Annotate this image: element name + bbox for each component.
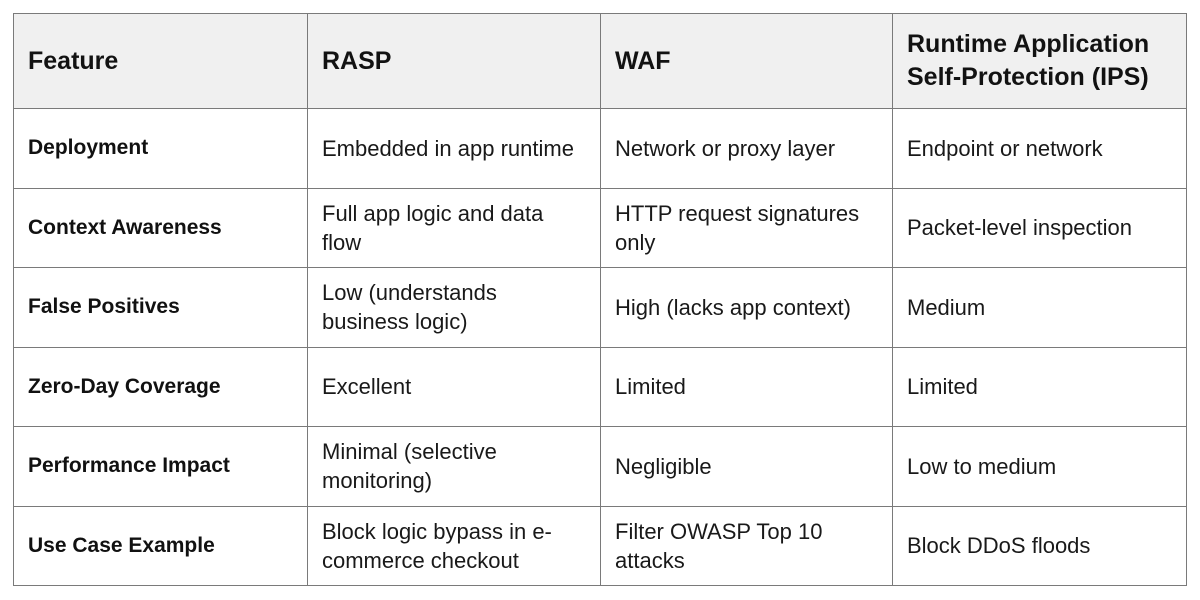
cell-waf: Network or proxy layer: [600, 108, 893, 189]
table-row: Deployment Embedded in app runtime Netwo…: [13, 108, 1187, 189]
column-header-ips: Runtime Application Self-Protection (IPS…: [892, 13, 1187, 109]
column-header-feature-label: Feature: [28, 46, 119, 75]
cell-rasp: Block logic bypass in e-commerce checkou…: [307, 505, 601, 586]
column-header-waf-label: WAF: [615, 46, 671, 75]
comparison-table: Feature RASP WAF Runtime Application Sel…: [13, 13, 1187, 586]
cell-rasp: Minimal (selective monitoring): [307, 426, 601, 507]
cell-rasp-text: Block logic bypass in e-commerce checkou…: [322, 518, 552, 573]
cell-ips-text: Endpoint or network: [907, 135, 1103, 161]
column-header-waf: WAF: [600, 13, 893, 109]
cell-ips: Block DDoS floods: [892, 505, 1187, 586]
column-header-feature: Feature: [13, 13, 308, 109]
cell-rasp-text: Minimal (selective monitoring): [322, 439, 497, 494]
column-header-rasp-label: RASP: [322, 46, 392, 75]
cell-feature: Deployment: [13, 108, 308, 189]
column-header-ips-label: Runtime Application Self-Protection (IPS…: [907, 30, 1150, 91]
cell-rasp: Low (understands business logic): [307, 267, 601, 348]
cell-ips: Limited: [892, 346, 1187, 427]
cell-ips-text: Limited: [907, 374, 978, 400]
cell-feature-text: False Positives: [28, 295, 180, 319]
cell-ips-text: Medium: [907, 294, 986, 320]
cell-ips-text: Low to medium: [907, 453, 1057, 479]
cell-ips: Medium: [892, 267, 1187, 348]
cell-ips: Packet-level inspection: [892, 187, 1187, 268]
cell-waf: High (lacks app context): [600, 267, 893, 348]
cell-waf: Filter OWASP Top 10 attacks: [600, 505, 893, 586]
cell-waf-text: Filter OWASP Top 10 attacks: [615, 518, 823, 573]
cell-feature-text: Performance Impact: [28, 454, 230, 478]
table-header: Feature RASP WAF Runtime Application Sel…: [13, 13, 1187, 109]
cell-rasp-text: Excellent: [322, 374, 412, 400]
cell-rasp: Embedded in app runtime: [307, 108, 601, 189]
table-row: Performance Impact Minimal (selective mo…: [13, 426, 1187, 507]
cell-ips-text: Block DDoS floods: [907, 533, 1091, 559]
cell-rasp-text: Embedded in app runtime: [322, 135, 574, 161]
cell-waf: Negligible: [600, 426, 893, 507]
cell-rasp-text: Full app logic and data flow: [322, 200, 544, 255]
cell-rasp-text: Low (understands business logic): [322, 280, 497, 335]
cell-waf-text: HTTP request signatures only: [615, 200, 860, 255]
cell-waf-text: High (lacks app context): [615, 294, 851, 320]
table-row: Context Awareness Full app logic and dat…: [13, 187, 1187, 268]
cell-rasp: Excellent: [307, 346, 601, 427]
table-body: Deployment Embedded in app runtime Netwo…: [13, 108, 1187, 586]
cell-waf-text: Network or proxy layer: [615, 135, 836, 161]
cell-feature: Zero-Day Coverage: [13, 346, 308, 427]
cell-ips: Low to medium: [892, 426, 1187, 507]
table-header-row: Feature RASP WAF Runtime Application Sel…: [13, 13, 1187, 109]
cell-feature-text: Context Awareness: [28, 215, 222, 239]
cell-feature: False Positives: [13, 267, 308, 348]
cell-ips-text: Packet-level inspection: [907, 215, 1133, 241]
cell-waf: Limited: [600, 346, 893, 427]
cell-feature-text: Deployment: [28, 136, 149, 160]
comparison-table-container: Feature RASP WAF Runtime Application Sel…: [13, 13, 1187, 586]
table-row: False Positives Low (understands busines…: [13, 267, 1187, 348]
cell-feature: Use Case Example: [13, 505, 308, 586]
cell-feature-text: Use Case Example: [28, 533, 215, 557]
cell-ips: Endpoint or network: [892, 108, 1187, 189]
table-row: Zero-Day Coverage Excellent Limited Limi…: [13, 346, 1187, 427]
column-header-rasp: RASP: [307, 13, 601, 109]
cell-waf-text: Limited: [615, 374, 686, 400]
cell-rasp: Full app logic and data flow: [307, 187, 601, 268]
cell-feature: Context Awareness: [13, 187, 308, 268]
cell-feature: Performance Impact: [13, 426, 308, 507]
cell-waf-text: Negligible: [615, 453, 712, 479]
cell-waf: HTTP request signatures only: [600, 187, 893, 268]
table-row: Use Case Example Block logic bypass in e…: [13, 505, 1187, 586]
cell-feature-text: Zero-Day Coverage: [28, 374, 221, 398]
